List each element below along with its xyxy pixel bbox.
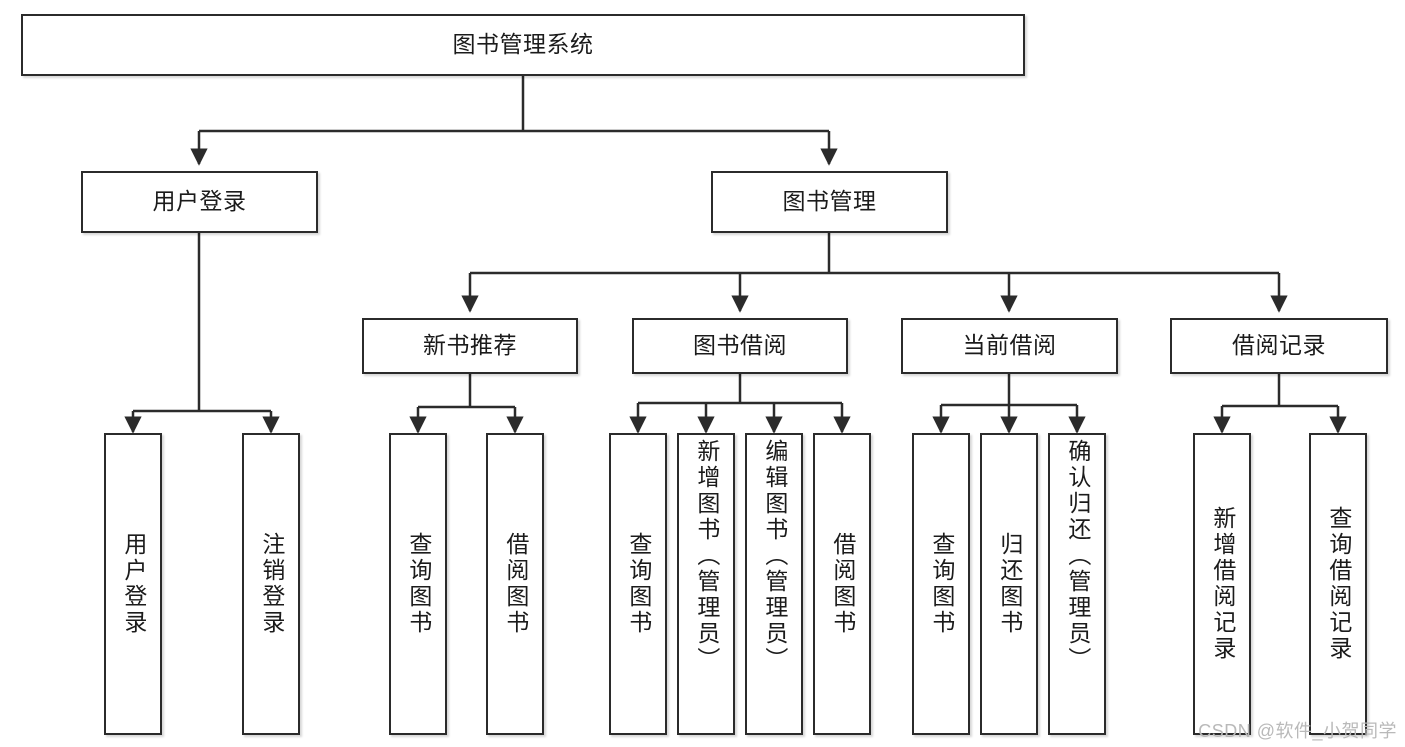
node-label: 新书推荐 — [423, 332, 517, 359]
node-label: 查询图书 — [405, 532, 432, 636]
node-label: 图书借阅 — [693, 332, 787, 359]
node-label: 归还图书 — [996, 532, 1023, 636]
node-label: 查询图书 — [625, 532, 652, 636]
node-current-borrow[interactable]: 当前借阅 — [901, 318, 1118, 374]
leaf-edit-book-admin[interactable]: 编辑图书（管理员） — [745, 433, 803, 735]
leaf-query-borrow-record[interactable]: 查询借阅记录 — [1309, 433, 1367, 735]
leaf-logout-login[interactable]: 注销登录 — [242, 433, 300, 735]
node-label: 借阅记录 — [1232, 332, 1326, 359]
node-label: 新增借阅记录 — [1209, 506, 1236, 662]
node-book-management[interactable]: 图书管理 — [711, 171, 948, 233]
leaf-query-book-recommend[interactable]: 查询图书 — [389, 433, 447, 735]
leaf-query-book-borrow[interactable]: 查询图书 — [609, 433, 667, 735]
csdn-watermark: CSDN @软件_小贺同学 — [1198, 721, 1397, 741]
node-label: 借阅图书 — [829, 532, 856, 636]
leaf-add-borrow-record[interactable]: 新增借阅记录 — [1193, 433, 1251, 735]
leaf-add-book-admin[interactable]: 新增图书（管理员） — [677, 433, 735, 735]
node-label: 编辑图书（管理员） — [761, 439, 788, 673]
node-label: 用户登录 — [120, 532, 147, 636]
leaf-return-book[interactable]: 归还图书 — [980, 433, 1038, 735]
node-label: 图书管理系统 — [452, 31, 594, 58]
node-book-borrow[interactable]: 图书借阅 — [632, 318, 848, 374]
node-label: 借阅图书 — [502, 532, 529, 636]
node-label: 新增图书（管理员） — [693, 439, 720, 673]
node-label: 查询借阅记录 — [1325, 506, 1352, 662]
leaf-query-book-current[interactable]: 查询图书 — [912, 433, 970, 735]
node-root-book-management-system[interactable]: 图书管理系统 — [21, 14, 1025, 76]
node-borrow-record[interactable]: 借阅记录 — [1170, 318, 1388, 374]
node-label: 用户登录 — [152, 188, 247, 215]
leaf-borrow-book-recommend[interactable]: 借阅图书 — [486, 433, 544, 735]
node-label: 确认归还（管理员） — [1064, 439, 1091, 673]
node-new-book-recommend[interactable]: 新书推荐 — [362, 318, 578, 374]
node-label: 查询图书 — [928, 532, 955, 636]
node-label: 注销登录 — [258, 532, 285, 636]
node-label: 当前借阅 — [962, 332, 1057, 359]
leaf-borrow-book[interactable]: 借阅图书 — [813, 433, 871, 735]
leaf-confirm-return-admin[interactable]: 确认归还（管理员） — [1048, 433, 1106, 735]
node-label: 图书管理 — [782, 188, 877, 215]
node-user-login[interactable]: 用户登录 — [81, 171, 318, 233]
leaf-user-login[interactable]: 用户登录 — [104, 433, 162, 735]
